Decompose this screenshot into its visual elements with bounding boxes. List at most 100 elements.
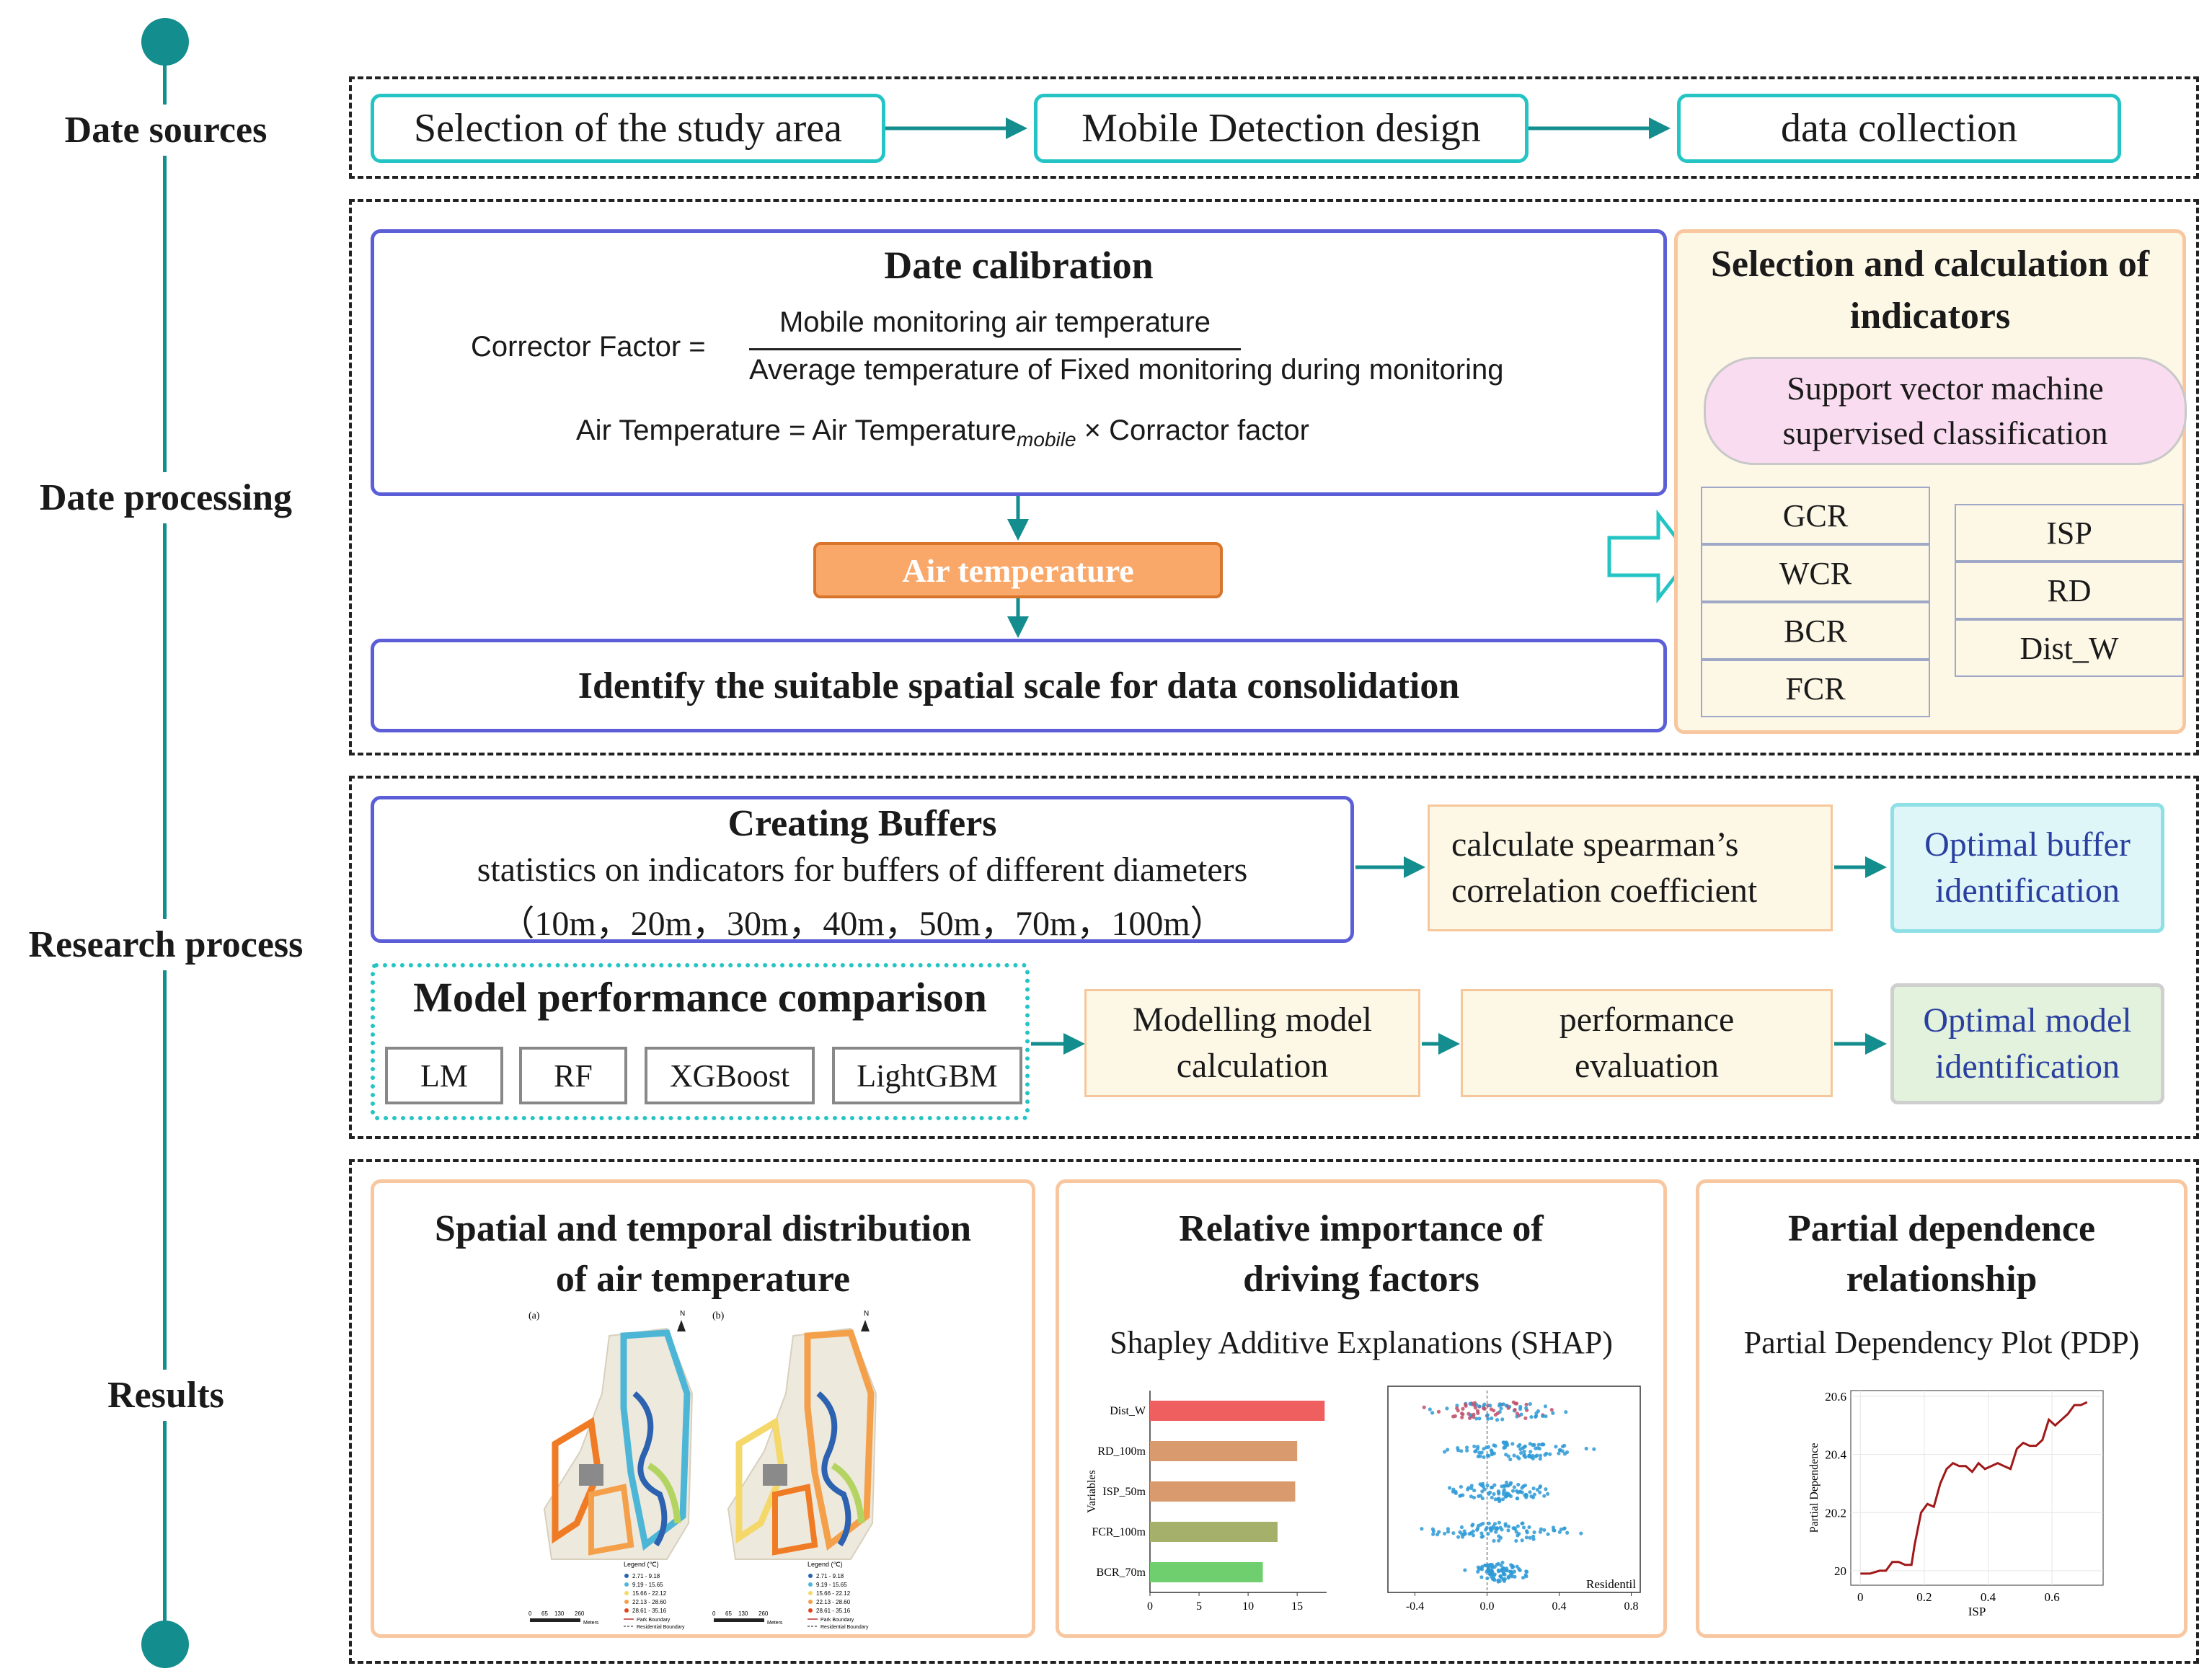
- swarm-point-FCR_100m: [1506, 1528, 1510, 1533]
- swarm-point-RD_100m: [1584, 1446, 1588, 1451]
- swarm-point-FCR_100m: [1497, 1520, 1502, 1525]
- swarm-point-FCR_100m: [1437, 1530, 1441, 1534]
- swarm-point-FCR_100m: [1520, 1538, 1524, 1543]
- swarm-point-RD_100m: [1476, 1454, 1480, 1459]
- section-results: [349, 1159, 2199, 1664]
- swarm-point-Dist_W: [1428, 1407, 1432, 1411]
- swarm-point-ISP_50m: [1521, 1484, 1526, 1489]
- swarm-point-RD_100m: [1464, 1445, 1469, 1450]
- bar-Dist_W: [1150, 1401, 1325, 1421]
- bar-ylabel: Variables: [1086, 1470, 1098, 1513]
- pdp-ytick-0: 20: [1834, 1564, 1846, 1578]
- bar-xtick-label-0: 0: [1147, 1600, 1153, 1613]
- swarm-point-ISP_50m: [1482, 1487, 1487, 1492]
- map-a-legend-1: 9.19 - 15.65: [632, 1582, 663, 1588]
- swarm-point-ISP_50m: [1546, 1492, 1550, 1496]
- fraction-bar: [749, 348, 1241, 350]
- swarm-point-Dist_W: [1455, 1406, 1459, 1411]
- bar-FCR_100m: [1150, 1522, 1278, 1542]
- swarm-point-Dist_W: [1495, 1418, 1500, 1422]
- swarm-point-BCR_70m: [1503, 1577, 1508, 1582]
- optimal-buffer-line2: identification: [1935, 872, 2120, 910]
- bar-xtick-label-3: 15: [1291, 1600, 1303, 1613]
- pdp-ytick-3: 20.6: [1825, 1390, 1846, 1404]
- pdp-title-line1: Partial dependence: [1787, 1208, 2096, 1249]
- indicator-wcr: WCR: [1701, 544, 1930, 602]
- swarm-point-BCR_70m: [1496, 1579, 1500, 1584]
- swarm-point-Dist_W: [1477, 1404, 1482, 1409]
- swarm-point-FCR_100m: [1532, 1530, 1536, 1535]
- swarm-point-RD_100m: [1512, 1453, 1516, 1458]
- fraction-denominator: Average temperature of Fixed monitoring …: [749, 354, 1504, 386]
- equation-subscript: mobile: [1017, 428, 1076, 451]
- swarm-point-ISP_50m: [1492, 1483, 1497, 1487]
- svm-line1: Support vector machine: [1787, 370, 2104, 407]
- swarm-point-BCR_70m: [1523, 1573, 1528, 1577]
- swarm-point-Dist_W: [1493, 1412, 1497, 1417]
- swarm-point-BCR_70m: [1496, 1568, 1500, 1572]
- map-a-legend-0: 2.71 - 9.18: [632, 1573, 660, 1579]
- swarm-point-RD_100m: [1446, 1448, 1450, 1452]
- air-temperature-maps: (a) N Legend (℃) 2.71 - 9.18 9.19 - 15.6…: [528, 1310, 877, 1630]
- swarm-point-RD_100m: [1482, 1447, 1486, 1451]
- map-a-legend-title: Legend (℃): [624, 1561, 659, 1568]
- swarm-point-BCR_70m: [1498, 1574, 1503, 1579]
- bar-xtick-label-2: 10: [1242, 1600, 1254, 1613]
- swarm-point-Dist_W: [1523, 1416, 1528, 1420]
- spatial-title-line1: Spatial and temporal distribution: [434, 1208, 972, 1249]
- swarm-point-FCR_100m: [1521, 1521, 1525, 1525]
- swarm-point-ISP_50m: [1538, 1484, 1543, 1489]
- swarm-point-ISP_50m: [1532, 1492, 1536, 1497]
- swarm-point-Dist_W: [1475, 1409, 1480, 1413]
- swarm-point-Dist_W: [1468, 1401, 1472, 1406]
- swarm-point-BCR_70m: [1485, 1576, 1490, 1581]
- stage-label-sources: Date sources: [0, 105, 332, 156]
- swarm-point-RD_100m: [1554, 1445, 1558, 1449]
- swarm-point-FCR_100m: [1497, 1538, 1501, 1543]
- swarm-point-Dist_W: [1482, 1402, 1487, 1406]
- stage-label-processing: Date processing: [0, 472, 332, 523]
- map-a-legend-4: 28.61 - 35.16: [632, 1608, 667, 1614]
- swarm-point-Dist_W: [1519, 1412, 1523, 1417]
- swarm-point-Dist_W: [1464, 1402, 1468, 1406]
- swarm-point-RD_100m: [1544, 1451, 1549, 1455]
- swarm-point-RD_100m: [1560, 1444, 1565, 1449]
- bar-label-RD_100m: RD_100m: [1097, 1445, 1146, 1458]
- swarm-point-Dist_W: [1477, 1417, 1482, 1421]
- swarm-point-FCR_100m: [1527, 1525, 1531, 1530]
- pdp-subtitle: Partial Dependency Plot (PDP): [1743, 1325, 2140, 1360]
- map-b-legend-1: 9.19 - 15.65: [816, 1582, 847, 1588]
- map-a: (a) N Legend (℃) 2.71 - 9.18 9.19 - 15.6…: [528, 1310, 694, 1630]
- map-a-scale-3: 260: [575, 1610, 585, 1617]
- box-study-area: Selection of the study area: [371, 94, 885, 163]
- section-research: [349, 776, 2199, 1139]
- swarm-point-BCR_70m: [1509, 1563, 1513, 1567]
- swarm-point-ISP_50m: [1489, 1485, 1494, 1490]
- section-sources: [349, 76, 2199, 179]
- swarm-point-FCR_100m: [1565, 1530, 1570, 1535]
- bar-xtick-label-1: 5: [1196, 1600, 1202, 1613]
- model-xgboost: XGBoost: [645, 1047, 815, 1104]
- panel-spatial-distribution: Spatial and temporal distribution of air…: [371, 1179, 1035, 1638]
- swarm-point-RD_100m: [1503, 1440, 1507, 1445]
- swarm-point-Dist_W: [1485, 1413, 1490, 1417]
- swarm-point-ISP_50m: [1523, 1492, 1529, 1497]
- model-lightgbm: LightGBM: [832, 1047, 1022, 1104]
- panel-partial-dependence: Partial dependence relationship Partial …: [1696, 1179, 2187, 1638]
- bar-ISP_50m: [1150, 1481, 1296, 1502]
- swarm-point-FCR_100m: [1479, 1535, 1484, 1539]
- swarm-point-FCR_100m: [1500, 1528, 1504, 1532]
- swarm-point-FCR_100m: [1516, 1524, 1520, 1528]
- timeline-start-dot: [141, 18, 189, 66]
- swarm-point-Dist_W: [1549, 1408, 1554, 1412]
- swarm-point-FCR_100m: [1513, 1526, 1517, 1530]
- swarm-point-BCR_70m: [1484, 1564, 1488, 1568]
- box-optimal-buffer: Optimal buffer identification: [1890, 803, 2164, 933]
- indicator-fcr: FCR: [1701, 660, 1930, 717]
- swarm-point-BCR_70m: [1490, 1577, 1495, 1582]
- optimal-model-line1: Optimal model: [1923, 1001, 2132, 1040]
- swarm-point-FCR_100m: [1538, 1530, 1542, 1534]
- swarm-point-BCR_70m: [1512, 1569, 1517, 1574]
- swarm-point-Dist_W: [1490, 1416, 1494, 1421]
- map-b-legend-0: 2.71 - 9.18: [816, 1573, 844, 1579]
